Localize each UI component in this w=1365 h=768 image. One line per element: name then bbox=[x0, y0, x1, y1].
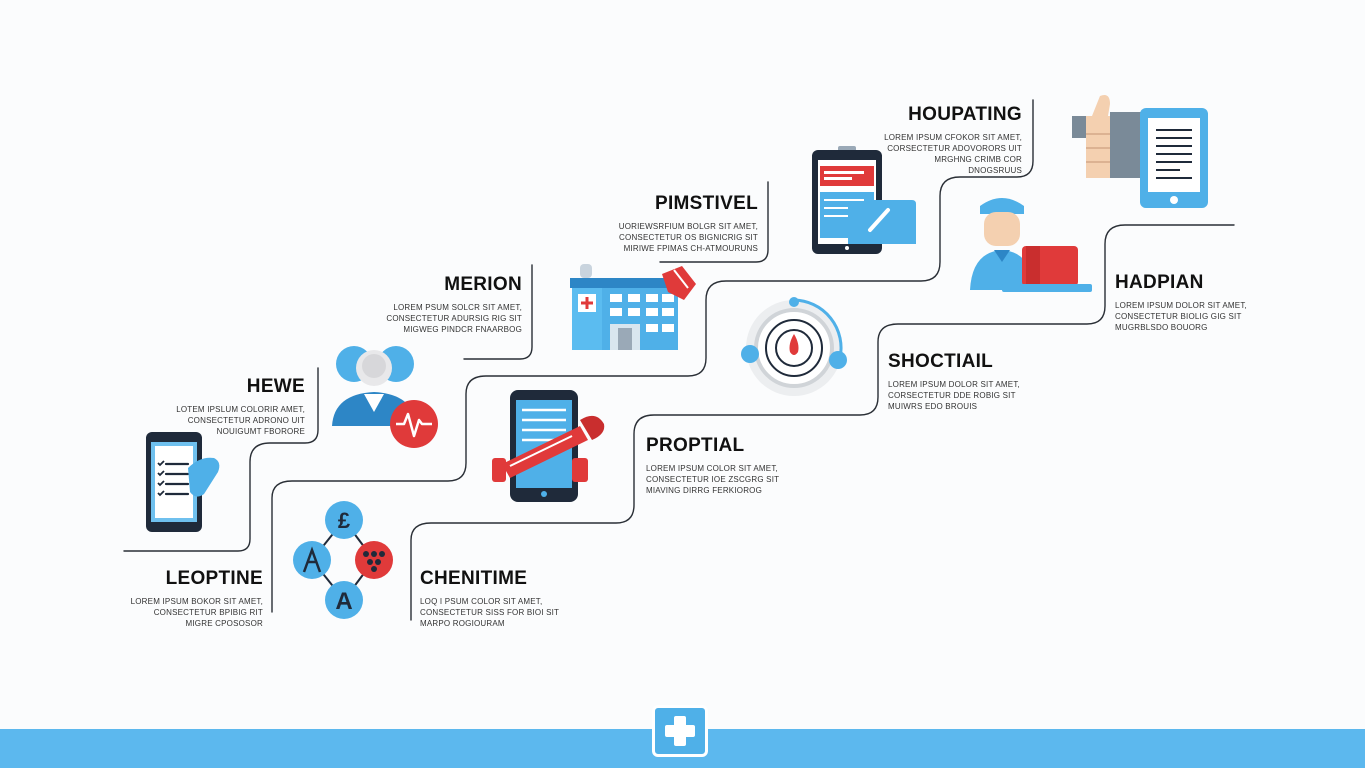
step-text-line: LOREM IPSUM CFOKOR SIT AMET, bbox=[884, 133, 1022, 142]
step-text-line: CONSECTETUR BIOLIG GIG SIT bbox=[1115, 312, 1242, 321]
step-chenitime: CHENITIME LOQ I PSUM COLOR SIT AMET, CONS… bbox=[420, 568, 570, 629]
step-title: MERION bbox=[444, 274, 522, 295]
step-text-line: CONSECTETUR ADRONO UIT bbox=[187, 416, 305, 425]
step-title: HEWE bbox=[246, 376, 305, 397]
thumbs-up-document-icon bbox=[1072, 95, 1208, 208]
step-text-line: LOREM IPSUM DOLOR SIT AMET, bbox=[1115, 301, 1247, 310]
step-hadpian: HADPIAN LOREM IPSUM DOLOR SIT AMET, CONSE… bbox=[1115, 272, 1265, 333]
step-text-line: CONSECTETUR OS BIGNICRIG SIT bbox=[619, 233, 758, 242]
surgeon-laptop-icon bbox=[970, 198, 1092, 292]
step-title: LEOPTINE bbox=[165, 568, 263, 589]
doctor-heartbeat-icon bbox=[332, 346, 438, 448]
step-text-line: LOREM IPSUM DOLOR SIT AMET, bbox=[888, 380, 1020, 389]
step-text-line: LOREM PSUM SOLCR SIT AMET, bbox=[393, 303, 522, 312]
step-text-line: LOTEM IPSLUM COLORIR AMET, bbox=[176, 405, 305, 414]
step-shoctiail: SHOCTIAIL LOREM IPSUM DOLOR SIT AMET, COR… bbox=[888, 351, 1038, 412]
medical-cross-icon bbox=[665, 716, 695, 746]
svg-text:£: £ bbox=[338, 508, 351, 533]
step-title: HADPIAN bbox=[1115, 272, 1204, 293]
molecule-icon: £ A bbox=[293, 501, 393, 619]
step-text-line: CONSECTETUR SISS FOR BIOI SIT bbox=[420, 608, 560, 617]
step-title: PROPTIAL bbox=[646, 435, 745, 456]
step-text-line: LOREM IPSUM COLOR SIT AMET, bbox=[646, 464, 778, 473]
step-text-line: MIAVING DIRRG FERKIOROG bbox=[646, 486, 763, 495]
connector-path-2 bbox=[271, 99, 1034, 613]
tablet-folder-icon bbox=[812, 146, 916, 254]
step-text-line: MUIWRS EDO BROUIS bbox=[888, 402, 978, 411]
connector-path-merion bbox=[463, 264, 533, 360]
step-text-line: LOQ I PSUM COLOR SIT AMET, bbox=[420, 597, 543, 606]
step-text-line: MUGRBLSDO BOUORG bbox=[1115, 323, 1208, 332]
hospital-building-icon bbox=[570, 264, 696, 350]
step-proptial: PROPTIAL LOREM IPSUM COLOR SIT AMET, CONS… bbox=[646, 435, 796, 496]
step-text-line: UORIEWSRFIUM BOLGR SIT AMET, bbox=[618, 222, 758, 231]
step-text-line: NOUIGUMT FBORORE bbox=[216, 427, 305, 436]
step-text-line: MARPO ROGIOURAM bbox=[420, 619, 505, 628]
step-text-line: MIGRE CPOSOSOR bbox=[185, 619, 263, 628]
step-hewe: HEWE LOTEM IPSLUM COLORIR AMET, CONSECTET… bbox=[166, 376, 305, 437]
step-text-line: CORSECTETUR ADOVORORS UIT bbox=[887, 144, 1022, 153]
step-text-line: CONSECTETUR ADURSIG RIG SIT bbox=[386, 314, 522, 323]
step-houpating: HOUPATING LOREM IPSUM CFOKOR SIT AMET, CO… bbox=[880, 104, 1022, 176]
step-text-line: CORSECTETUR DDE ROBIG SIT bbox=[888, 391, 1016, 400]
step-leoptine: LEOPTINE LOREM IPSUM BOKOR SIT AMET, CONS… bbox=[124, 568, 263, 629]
connector-path-pimstivel bbox=[659, 181, 769, 263]
medical-cross-badge bbox=[652, 705, 708, 757]
connector-path-3 bbox=[410, 224, 1235, 621]
step-pimstivel: PIMSTIVEL UORIEWSRFIUM BOLGR SIT AMET, CO… bbox=[608, 193, 758, 254]
step-text-line: MIGWEG PINDCR FNAARBOG bbox=[403, 325, 522, 334]
svg-text:A: A bbox=[335, 588, 352, 615]
tablet-syringe-icon bbox=[492, 390, 605, 502]
step-text-line: CONSECTETUR IOE ZSCGRG SIT bbox=[646, 475, 780, 484]
step-title: CHENITIME bbox=[420, 568, 528, 589]
step-merion: MERION LOREM PSUM SOLCR SIT AMET, CONSECT… bbox=[380, 274, 522, 335]
connector-path-1 bbox=[123, 367, 319, 552]
phone-checklist-icon bbox=[146, 432, 220, 532]
step-text-line: MRGHNG CRIMB COR DNOGSRUUS bbox=[934, 155, 1022, 175]
step-text-line: LOREM IPSUM BOKOR SIT AMET, bbox=[130, 597, 263, 606]
step-text-line: MIRIWE FPIMAS CH-ATMOURUNS bbox=[623, 244, 758, 253]
target-dial-icon bbox=[741, 297, 847, 396]
step-text-line: CONSECTETUR BPIBIG RIT bbox=[153, 608, 263, 617]
step-title: HOUPATING bbox=[908, 104, 1022, 125]
step-title: PIMSTIVEL bbox=[655, 193, 758, 214]
step-title: SHOCTIAIL bbox=[888, 351, 994, 372]
